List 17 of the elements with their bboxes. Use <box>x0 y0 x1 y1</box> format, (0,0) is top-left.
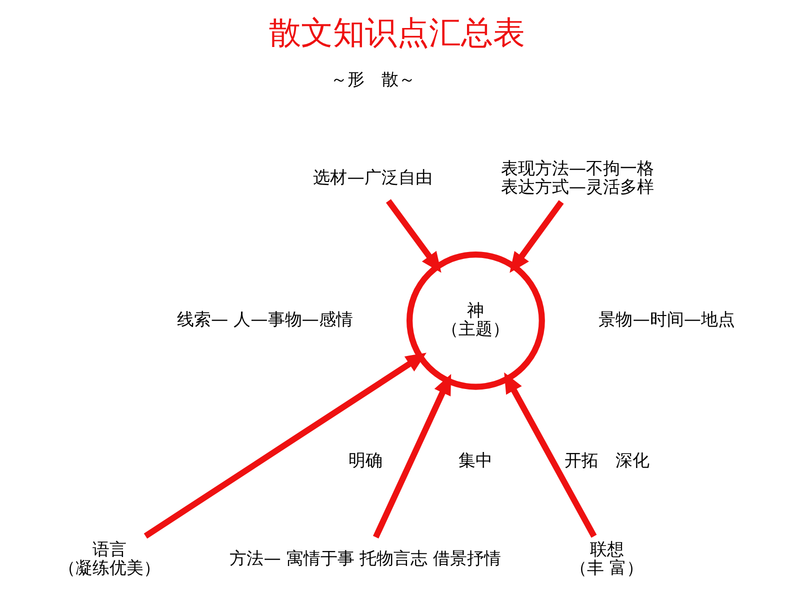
label: 集中 <box>458 451 493 472</box>
diagram-title: 散文知识点汇总表 <box>269 14 525 52</box>
label: 线索— 人—事物—感情 <box>177 310 353 330</box>
arrow <box>373 374 452 538</box>
node-text: 方法— 寓情于事 托物言志 借景抒情 <box>230 549 502 570</box>
label: 明确 <box>348 451 382 472</box>
label: ～形 散～ <box>330 70 416 90</box>
node-text: 联想 （丰 富） <box>570 540 644 578</box>
node-text: 选材—广泛自由 <box>313 168 432 188</box>
label: 开拓 深化 <box>564 451 650 472</box>
label: 景物—时间—地点 <box>598 310 735 330</box>
arrow <box>510 200 564 273</box>
arrow <box>504 372 597 538</box>
arrow <box>386 199 442 273</box>
arrow <box>144 352 426 539</box>
node-text: 表现方法—不拘一格 表达方式—灵活多样 <box>500 158 654 198</box>
node-text: 语言 （凝练优美） <box>58 540 160 578</box>
